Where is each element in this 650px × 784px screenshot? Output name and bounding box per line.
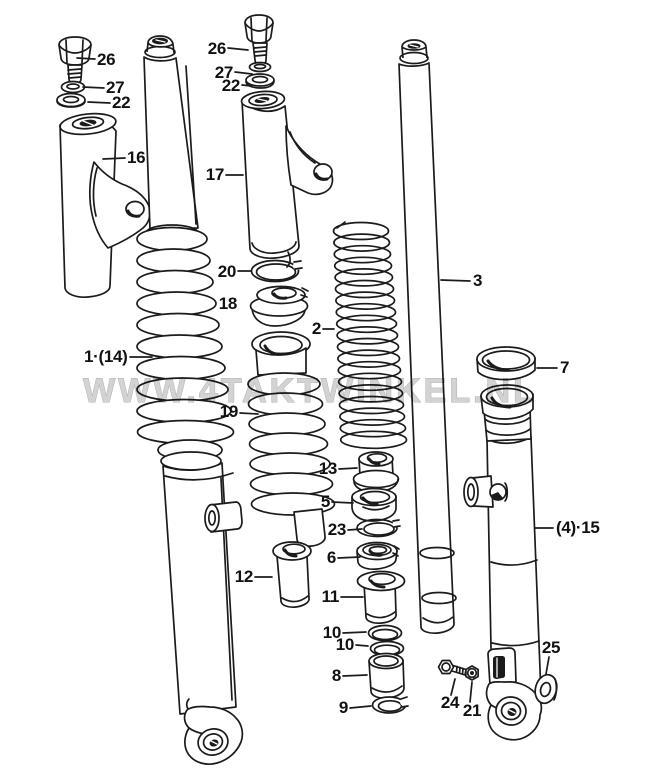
label-22-left: 22 xyxy=(112,93,130,112)
label-10-upper: 10 xyxy=(323,623,341,642)
label-20: 20 xyxy=(218,262,236,281)
watermark: WWW.4TAKTWINKEL.NL xyxy=(83,372,537,410)
ring-10-upper-drawing xyxy=(367,624,403,642)
bushing-12-drawing xyxy=(272,541,312,609)
fork-leg-assembly-drawing xyxy=(136,35,244,765)
label-21: 21 xyxy=(463,701,481,720)
upper-cover-right-drawing xyxy=(240,90,334,268)
washer-25-drawing xyxy=(534,673,558,705)
label-4-15: (4)·15 xyxy=(556,518,600,537)
label-18: 18 xyxy=(219,294,237,313)
label-8: 8 xyxy=(332,666,341,685)
label-16: 16 xyxy=(127,148,145,167)
washer-small-right-drawing xyxy=(248,61,272,73)
ring-9-drawing xyxy=(371,696,409,714)
label-7: 7 xyxy=(560,358,569,377)
bushing-11-drawing xyxy=(356,570,406,625)
label-13: 13 xyxy=(319,459,337,478)
label-10-lower: 10 xyxy=(336,635,354,654)
washer-flat-right-drawing xyxy=(245,73,275,89)
leader-lines xyxy=(76,47,558,709)
label-3: 3 xyxy=(473,271,482,290)
fork-bolt-left-drawing xyxy=(58,36,92,85)
fork-bolt-right-drawing xyxy=(244,14,274,66)
outer-ring-drawing xyxy=(476,346,536,381)
upper-cover-left-drawing xyxy=(59,112,151,298)
label-24: 24 xyxy=(441,693,460,712)
label-27-right: 27 xyxy=(215,63,233,82)
label-22-right: 22 xyxy=(222,76,240,95)
stopper-ring-drawing xyxy=(250,259,303,283)
washer-flat-left-drawing xyxy=(56,92,86,108)
label-25: 25 xyxy=(542,638,560,657)
spring-drawing xyxy=(332,221,408,450)
label-26-right: 26 xyxy=(208,39,226,58)
nut-21-drawing xyxy=(465,665,479,681)
guide-5-drawing xyxy=(351,487,397,522)
label-2: 2 xyxy=(312,319,321,338)
bushing-13-drawing xyxy=(352,451,400,493)
label-27-left: 27 xyxy=(106,78,124,97)
spacer-8-drawing xyxy=(368,652,405,700)
screw-24-drawing xyxy=(437,659,467,676)
boot-drawing xyxy=(247,331,336,548)
ring-23-drawing xyxy=(356,518,401,538)
label-19: 19 xyxy=(220,402,238,421)
label-6: 6 xyxy=(327,548,336,567)
seal-holder-drawing xyxy=(249,285,309,327)
fork-tube-drawing xyxy=(398,39,457,635)
label-12: 12 xyxy=(235,567,253,586)
label-1-14: 1·(14) xyxy=(84,347,128,366)
label-23: 23 xyxy=(328,520,346,539)
label-11: 11 xyxy=(322,587,339,606)
label-5: 5 xyxy=(321,492,330,511)
label-17: 17 xyxy=(206,165,224,184)
bottom-case-right-drawing xyxy=(463,384,543,741)
label-9: 9 xyxy=(339,698,348,717)
label-26-left: 26 xyxy=(97,50,115,69)
seal-6-drawing xyxy=(356,541,400,571)
washer-small-left-drawing xyxy=(60,80,86,94)
